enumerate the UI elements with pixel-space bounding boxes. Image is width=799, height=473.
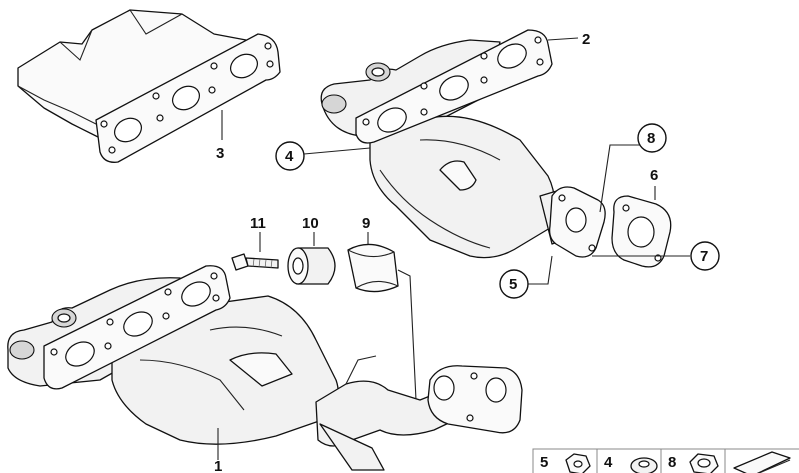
- clamp-ring-part[interactable]: [347, 243, 399, 293]
- upper-catalytic-converter[interactable]: [320, 29, 606, 259]
- lower-catalytic-converter[interactable]: [7, 265, 523, 471]
- leader-line-4: [303, 147, 371, 155]
- callout-3-label[interactable]: 3: [216, 145, 224, 162]
- callout-4-circle[interactable]: [275, 141, 305, 171]
- callout-1-label[interactable]: 1: [214, 458, 222, 473]
- legend-item-8-label: 8: [668, 454, 676, 471]
- exhaust-gasket-part[interactable]: [95, 33, 281, 163]
- parts-legend: 5 4 8: [532, 448, 799, 473]
- callout-2-label[interactable]: 2: [582, 31, 590, 48]
- legend-item-4-label: 4: [604, 454, 613, 471]
- callout-7-circle[interactable]: [690, 241, 720, 271]
- leader-line-8: [599, 144, 652, 213]
- heat-shield-part[interactable]: [17, 9, 247, 139]
- outlet-gasket-part[interactable]: [611, 195, 672, 268]
- leader-line-5: [528, 255, 553, 285]
- callout-7-label[interactable]: 7: [700, 248, 708, 265]
- nut-icon: [689, 453, 719, 473]
- bolt-part[interactable]: [231, 253, 279, 271]
- leader-line-2: [547, 37, 579, 41]
- nut-icon: [630, 457, 658, 473]
- legend-item-5-label: 5: [540, 454, 548, 471]
- callout-5-circle[interactable]: [499, 269, 529, 299]
- callout-8-circle[interactable]: [637, 123, 667, 153]
- callout-5-label[interactable]: 5: [509, 276, 517, 293]
- leader-line-9b: [397, 269, 417, 401]
- callout-9-label[interactable]: 9: [362, 215, 370, 232]
- callout-11-label[interactable]: 11: [250, 215, 266, 232]
- callout-6-label[interactable]: 6: [650, 167, 658, 184]
- nut-icon: [565, 453, 591, 473]
- callout-8-label[interactable]: 8: [647, 130, 655, 147]
- gasket-icon: [733, 451, 791, 473]
- spacer-sleeve-part[interactable]: [287, 247, 336, 285]
- callout-10-label[interactable]: 10: [302, 215, 319, 232]
- callout-4-label[interactable]: 4: [285, 148, 294, 165]
